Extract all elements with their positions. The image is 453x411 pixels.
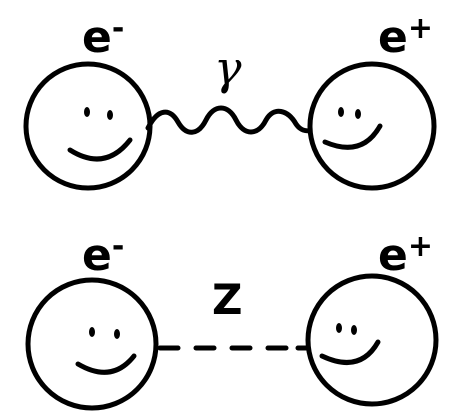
top-row: e- γ e+ <box>26 11 434 188</box>
top-right-positron-left-eye <box>338 107 344 117</box>
top-right-positron-label: e+ <box>378 11 433 63</box>
bottom-left-electron-label: e- <box>82 229 124 281</box>
bottom-left-electron-right-eye <box>114 329 120 339</box>
bottom-row: e- Z e+ <box>28 229 436 408</box>
top-right-positron-right-eye <box>355 109 361 119</box>
top-right-positron-ball <box>310 64 434 188</box>
top-left-electron-ball <box>26 64 150 188</box>
bottom-left-electron: e- <box>28 229 156 408</box>
top-left-electron-left-eye <box>84 107 90 117</box>
bottom-right-positron-left-eye <box>336 323 342 333</box>
photon-label: γ <box>214 41 242 95</box>
top-left-electron-right-eye <box>107 110 113 120</box>
bottom-left-electron-left-eye <box>89 327 95 337</box>
photon-wavy-line <box>148 108 312 132</box>
bottom-right-positron: e+ <box>308 229 436 404</box>
bottom-right-positron-right-eye <box>351 325 357 335</box>
top-left-electron-label: e- <box>82 11 124 63</box>
bottom-left-electron-ball <box>28 280 156 408</box>
bottom-right-positron-label: e+ <box>378 229 433 281</box>
top-left-electron: e- <box>26 11 150 188</box>
top-right-positron: e+ <box>310 11 434 188</box>
z-boson-label: Z <box>212 275 242 324</box>
bottom-right-positron-ball <box>308 276 436 404</box>
